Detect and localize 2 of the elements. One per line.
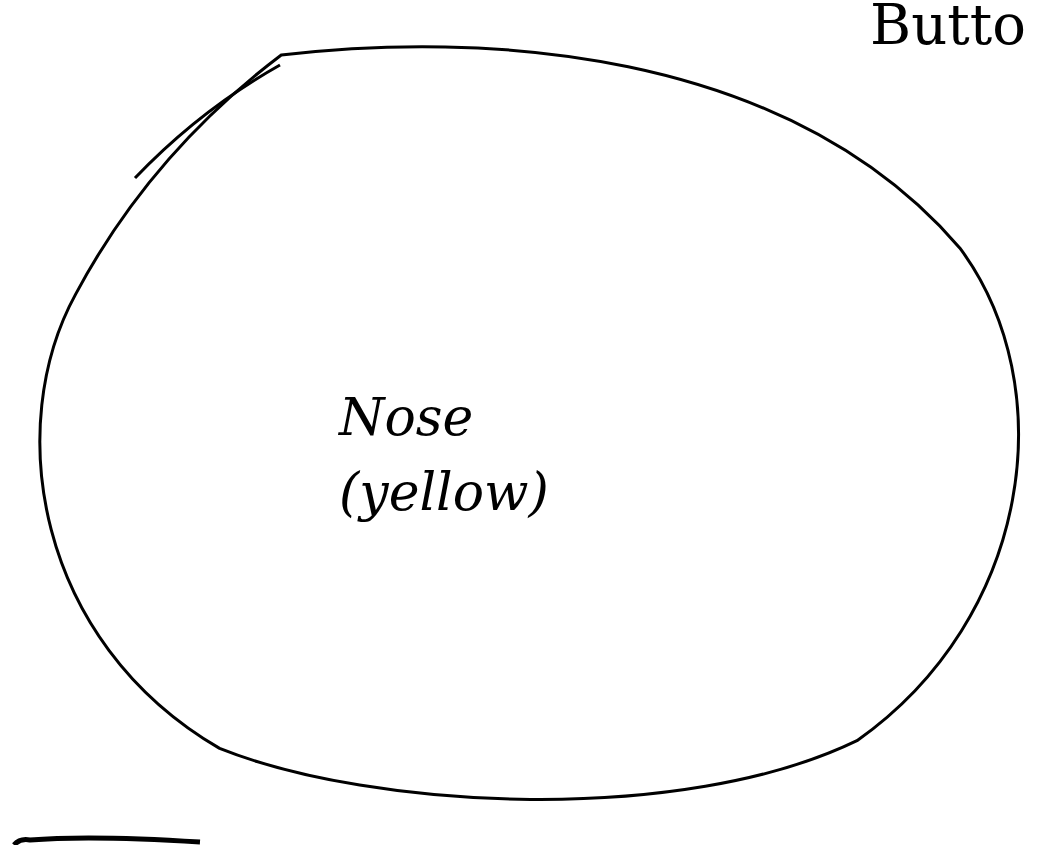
node-label: Nose (yellow) [339, 386, 550, 525]
cut-off-text: Butto [870, 0, 1026, 57]
